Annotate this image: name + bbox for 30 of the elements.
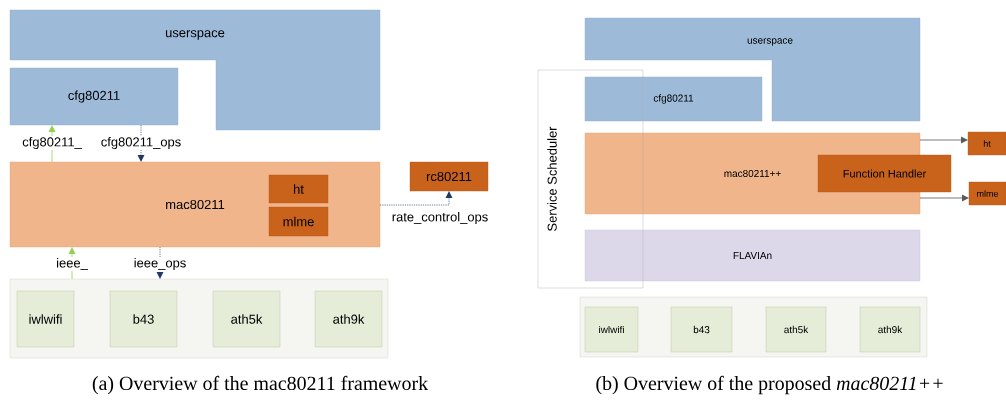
driver-box: ath5k xyxy=(212,290,281,348)
arrow xyxy=(919,136,968,144)
arrow xyxy=(379,191,453,206)
driver-box: b43 xyxy=(670,306,733,353)
edge-label: ieee_ops xyxy=(132,256,188,272)
layer-box: cfg80211 xyxy=(9,67,179,126)
scheduler-frame: Service Scheduler xyxy=(537,69,644,289)
module-box: mlme xyxy=(268,206,329,237)
edge-label: cfg80211_ops xyxy=(99,136,183,151)
driver-box: ath9k xyxy=(859,306,921,353)
layer-box: cfg80211 xyxy=(584,76,763,122)
layer-box: FLAVIAn xyxy=(584,229,921,282)
caption: (b) Overview of the proposed mac80211++ xyxy=(596,375,943,395)
arrow xyxy=(137,124,145,162)
arrow xyxy=(919,194,969,202)
module-box: ht xyxy=(967,131,1006,156)
arrow xyxy=(156,246,164,279)
driver-box: b43 xyxy=(109,290,178,348)
module-box: mlme xyxy=(968,181,1006,206)
driver-box: ath5k xyxy=(765,306,827,353)
edge-label: rate_control_ops xyxy=(390,210,490,226)
module-box: rc80211 xyxy=(409,161,489,192)
module-box: Function Handler xyxy=(817,154,952,193)
edge-label: cfg80211_ xyxy=(21,136,83,151)
caption: (a) Overview of the mac80211 framework xyxy=(92,375,429,395)
driver-box: ath9k xyxy=(314,290,383,348)
module-box: ht xyxy=(268,174,329,204)
driver-box: iwlwifi xyxy=(16,290,75,348)
edge-label: ieee_ xyxy=(55,257,89,271)
driver-box: iwlwifi xyxy=(584,306,639,353)
